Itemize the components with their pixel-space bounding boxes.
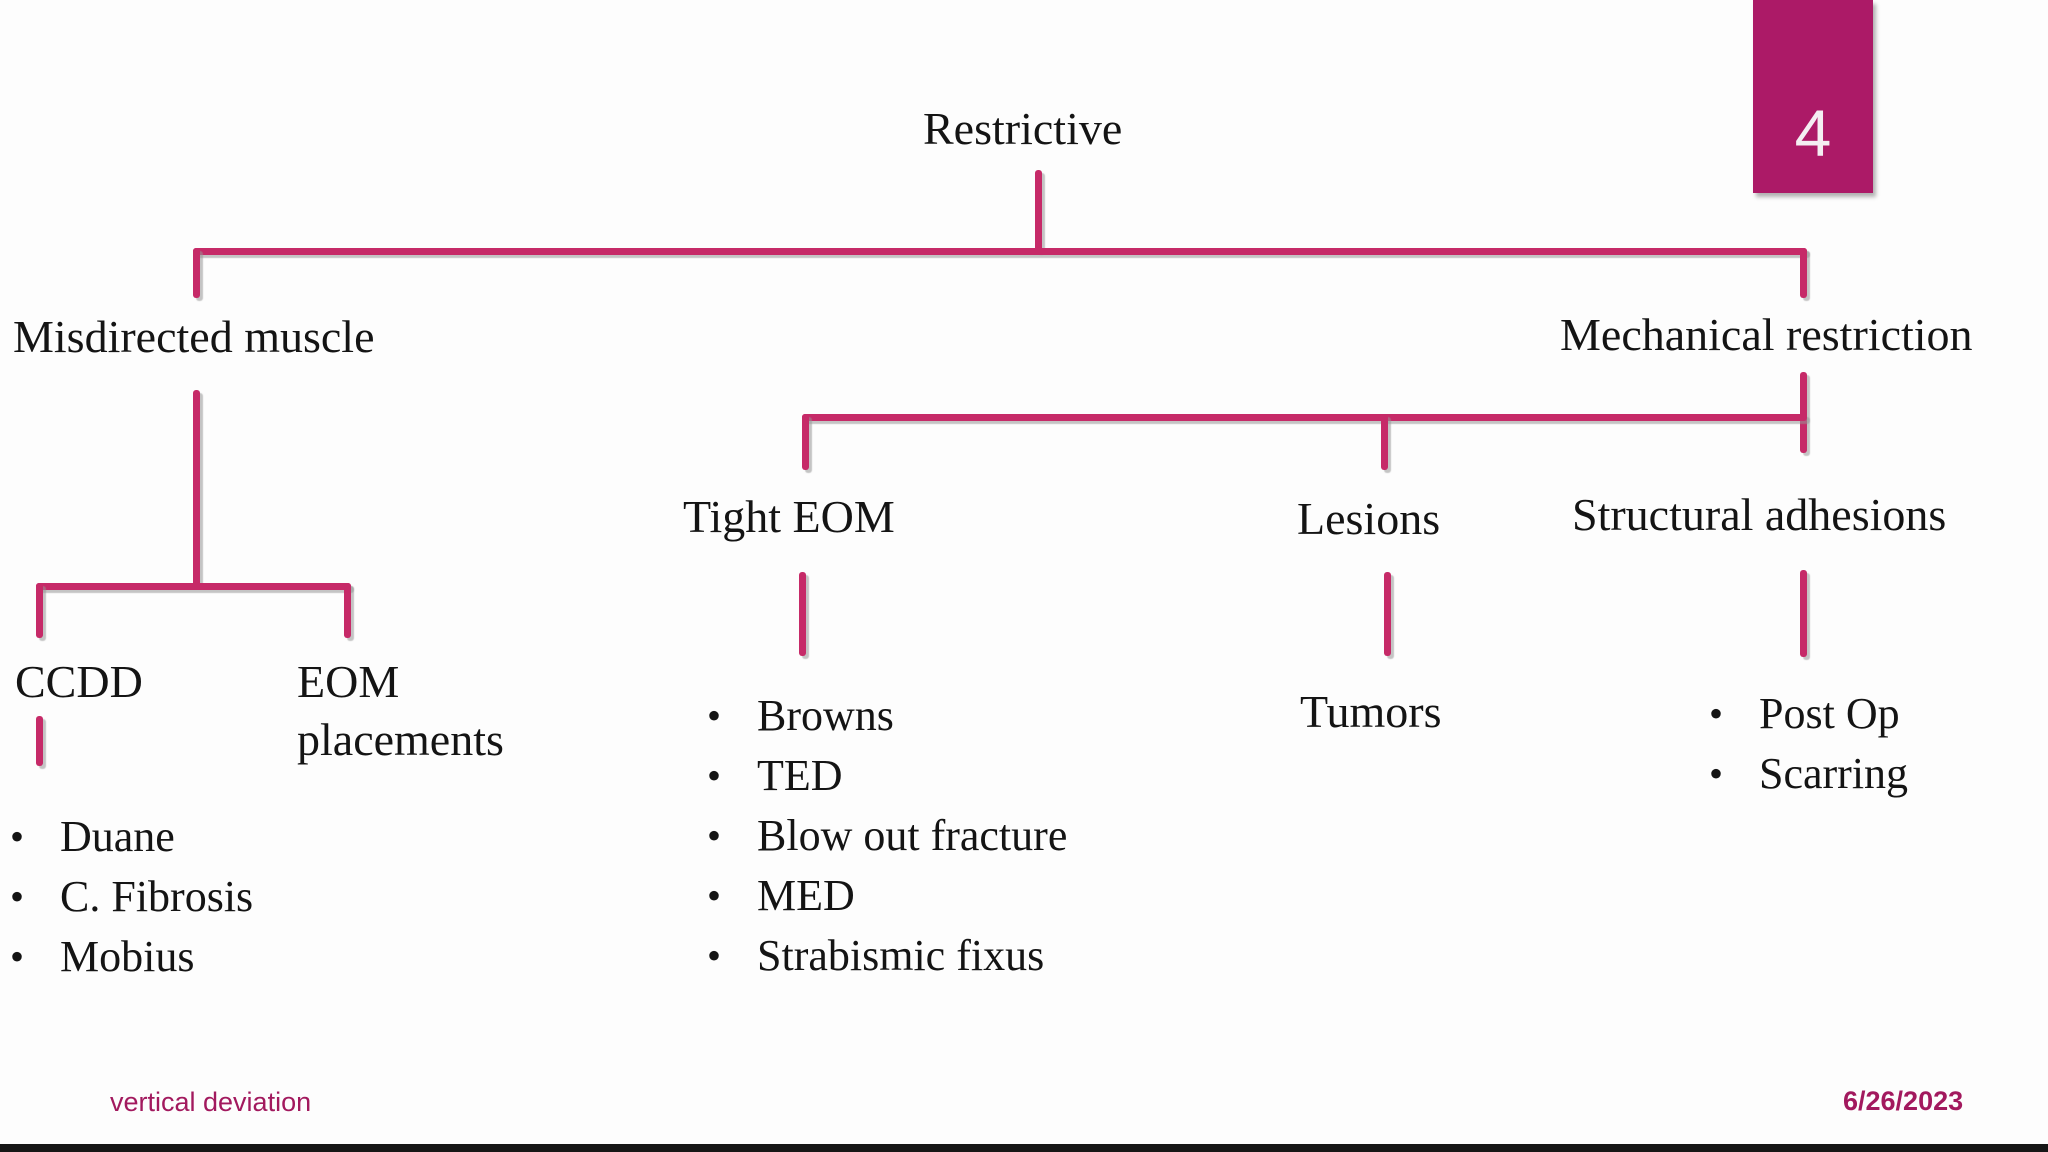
tight-eom-bullet-list: • Browns • TED • Blow out fracture • MED… xyxy=(707,686,1067,986)
bullet-icon: • xyxy=(10,814,25,859)
bottom-edge-strip xyxy=(0,1144,2048,1152)
list-item-label: Browns xyxy=(757,691,894,740)
list-item-label: TED xyxy=(757,751,843,800)
node-mechanical-restriction: Mechanical restriction xyxy=(1560,309,1973,360)
bullet-icon: • xyxy=(707,813,722,858)
connector-mechanical-stem xyxy=(1800,372,1807,453)
connector-lesions-leg xyxy=(1381,414,1388,470)
node-tight-eom: Tight EOM xyxy=(683,491,895,542)
ccdd-bullet-list: • Duane • C. Fibrosis • Mobius xyxy=(10,807,253,987)
connector-misdirected-stem xyxy=(193,390,200,586)
connector-level1-bar xyxy=(193,248,1807,255)
footer-title: vertical deviation xyxy=(110,1087,312,1117)
connector-right-leg xyxy=(1800,248,1807,298)
connector-structural-tick xyxy=(1800,570,1807,657)
list-item-label: MED xyxy=(757,871,855,920)
list-item-label: Post Op xyxy=(1759,689,1900,738)
list-item-label: Mobius xyxy=(60,932,195,981)
list-item: • Duane xyxy=(10,807,253,867)
connector-left-leg xyxy=(193,248,200,298)
connector-ccdd-leg xyxy=(36,583,43,638)
connector-root-stem xyxy=(1035,170,1042,252)
connector-tight-eom-tick xyxy=(799,572,806,656)
list-item: • Strabismic fixus xyxy=(707,926,1067,986)
connector-left-subtree-bar xyxy=(36,583,351,590)
node-restrictive: Restrictive xyxy=(923,103,1123,154)
list-item: • MED xyxy=(707,866,1067,926)
node-tumors: Tumors xyxy=(1300,686,1442,737)
list-item: • Browns xyxy=(707,686,1067,746)
node-misdirected-muscle: Misdirected muscle xyxy=(13,311,375,362)
list-item-label: Blow out fracture xyxy=(757,811,1068,860)
node-lesions: Lesions xyxy=(1297,493,1441,544)
bullet-icon: • xyxy=(1709,751,1724,796)
bullet-icon: • xyxy=(707,933,722,978)
connector-eom-leg xyxy=(344,583,351,638)
connector-tight-eom-leg xyxy=(802,414,809,470)
list-item: • TED xyxy=(707,746,1067,806)
node-structural-adhesions: Structural adhesions xyxy=(1572,489,1947,540)
bullet-icon: • xyxy=(10,874,25,919)
footer-date: 6/26/2023 xyxy=(1843,1086,1964,1116)
connector-ccdd-tick xyxy=(36,716,43,766)
structural-adhesions-bullet-list: • Post Op • Scarring xyxy=(1709,684,1908,804)
connector-right-subtree-bar xyxy=(802,414,1807,421)
list-item-label: Duane xyxy=(60,812,175,861)
connector-lesions-tick xyxy=(1384,572,1391,656)
bullet-icon: • xyxy=(707,693,722,738)
page-number-badge: 4 xyxy=(1753,0,1873,193)
bullet-icon: • xyxy=(707,873,722,918)
list-item: • Scarring xyxy=(1709,744,1908,804)
list-item: • Post Op xyxy=(1709,684,1908,744)
page-number: 4 xyxy=(1794,96,1832,170)
node-ccdd: CCDD xyxy=(15,656,143,707)
list-item: • Blow out fracture xyxy=(707,806,1067,866)
list-item-label: C. Fibrosis xyxy=(60,872,254,921)
list-item: • C. Fibrosis xyxy=(10,867,253,927)
bullet-icon: • xyxy=(1709,691,1724,736)
list-item: • Mobius xyxy=(10,927,253,987)
bullet-icon: • xyxy=(10,934,25,979)
list-item-label: Strabismic fixus xyxy=(757,931,1045,980)
list-item-label: Scarring xyxy=(1759,749,1909,798)
node-eom-placements: EOM placements xyxy=(297,656,504,765)
bullet-icon: • xyxy=(707,753,722,798)
